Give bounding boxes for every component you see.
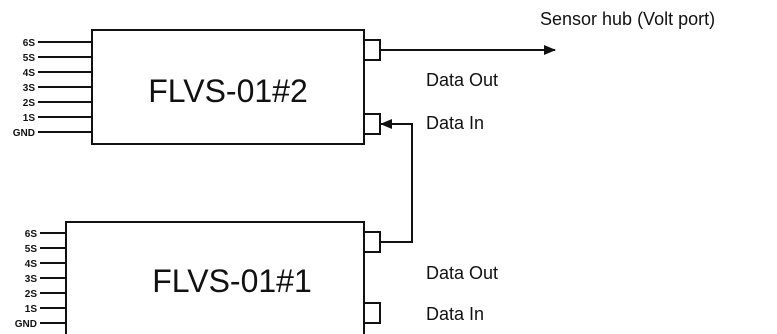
pin-label-4s: 4S (23, 68, 36, 79)
pin-label-5s: 5S (23, 53, 36, 64)
data-in-connector (363, 113, 381, 135)
module-name: FLVS-01#2 (148, 73, 308, 109)
pin-label-2s: 2S (23, 98, 36, 109)
data-out-connector (363, 39, 381, 61)
data-out-label: Data Out (426, 263, 498, 283)
module-box (91, 29, 365, 145)
pin-label-2s: 2S (25, 289, 38, 300)
pin-label-1s: 1S (23, 113, 36, 124)
data-out-label: Data Out (426, 70, 498, 90)
pin-label-4s: 4S (25, 259, 38, 270)
pin-label-3s: 3S (25, 274, 38, 285)
pin-label-gnd: GND (13, 128, 35, 139)
wire-chain-link (380, 119, 413, 243)
pin-label-gnd: GND (15, 319, 37, 330)
pin-label-1s: 1S (25, 304, 38, 315)
pin-label-3s: 3S (23, 83, 36, 94)
module-name: FLVS-01#1 (152, 263, 312, 299)
module-flvs-01-2: FLVS-01#2 6S 5S 4S 3S 2S 1S GND Data Out… (13, 29, 498, 145)
pin-label-5s: 5S (25, 244, 38, 255)
data-in-label: Data In (426, 304, 484, 324)
data-out-connector (363, 231, 381, 253)
data-in-label: Data In (426, 113, 484, 133)
data-in-connector (363, 302, 381, 324)
module-flvs-01-1: FLVS-01#1 6S 5S 4S 3S 2S 1S GND Data Out… (15, 221, 498, 334)
pin-label-6s: 6S (25, 229, 38, 240)
pin-leads (38, 41, 92, 133)
sensor-hub-label: Sensor hub (Volt port) (540, 9, 715, 29)
pin-label-6s: 6S (23, 38, 36, 49)
module-box (65, 221, 365, 334)
pin-leads (40, 232, 66, 324)
